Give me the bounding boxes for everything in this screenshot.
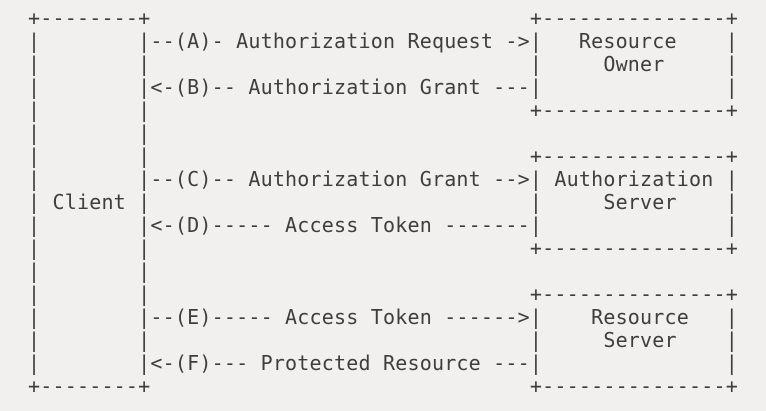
oauth-flow-ascii-diagram: +--------+ +---------------+ | |--(A)- A…: [28, 6, 738, 398]
